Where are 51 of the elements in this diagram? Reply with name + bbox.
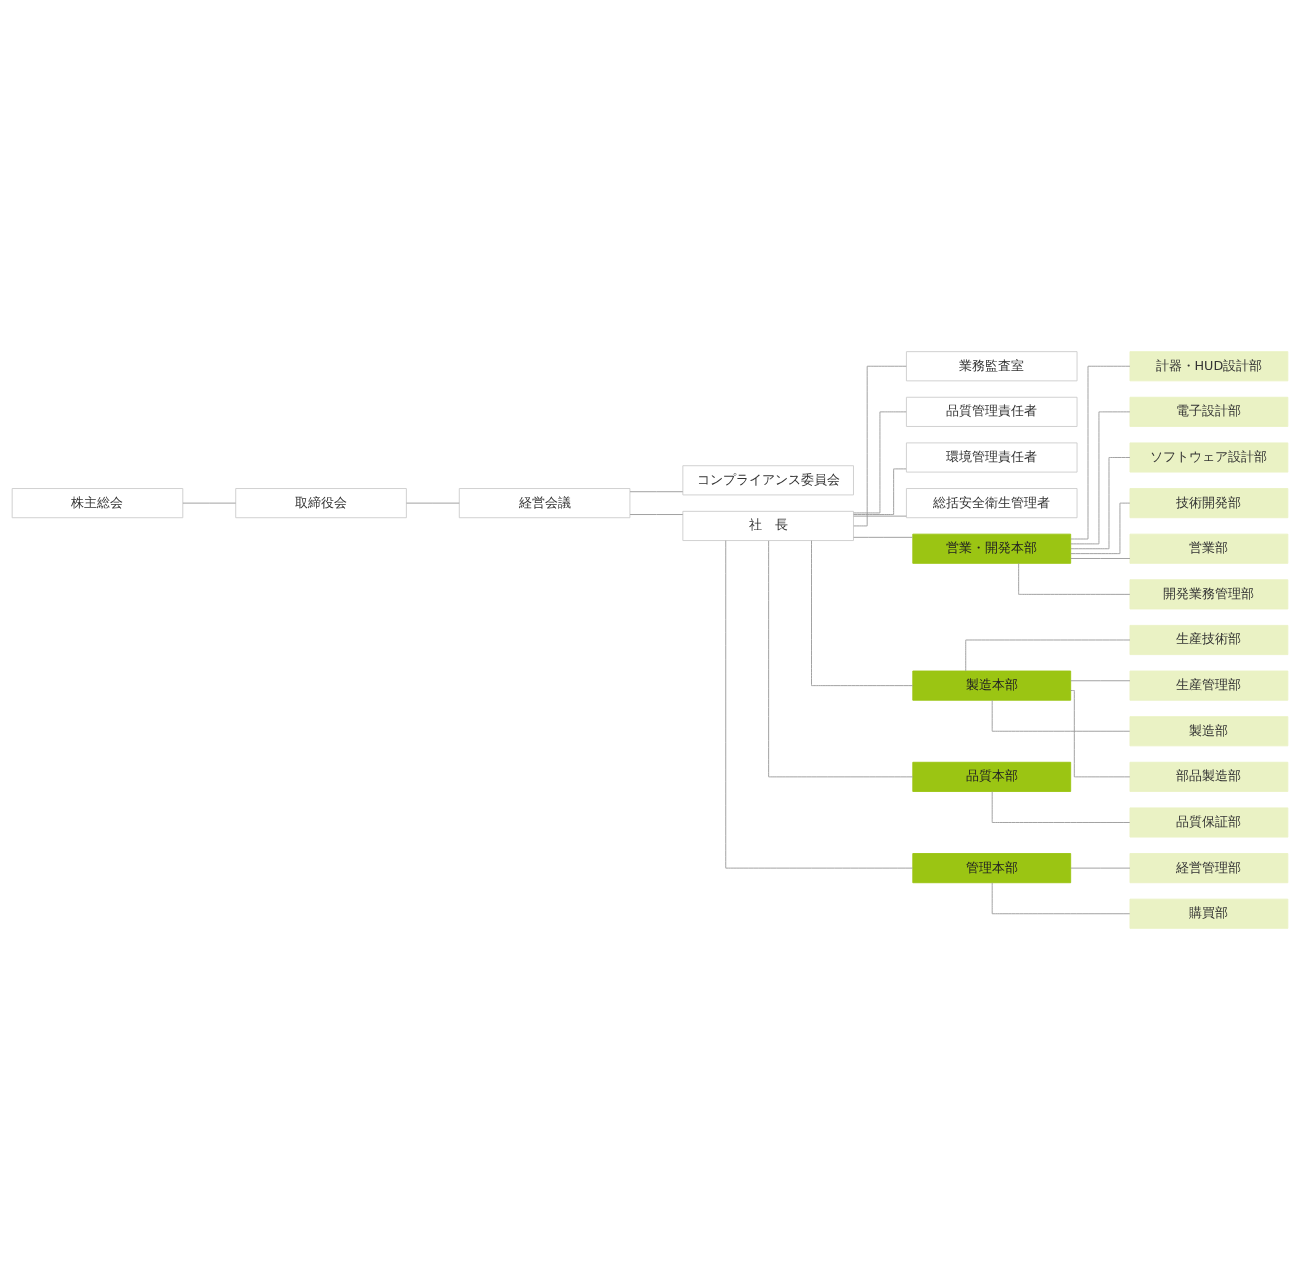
node-box: コンプライアンス委員会	[682, 465, 854, 496]
node-box: 営業部	[1129, 533, 1289, 564]
node-box: 製造本部	[912, 670, 1072, 701]
connector	[991, 791, 1131, 823]
node-box: 電子設計部	[1129, 396, 1289, 427]
connector	[853, 468, 907, 515]
connector	[991, 699, 1131, 732]
connector	[991, 882, 1131, 915]
node-box: 部品製造部	[1129, 761, 1289, 792]
node-box: 購買部	[1129, 898, 1289, 929]
node-box: 総括安全衛生管理者	[905, 488, 1078, 519]
connector	[1070, 680, 1131, 682]
connector	[629, 514, 684, 515]
node-box: 品質本部	[912, 761, 1072, 792]
node-box: 管理本部	[912, 853, 1072, 884]
connector	[965, 639, 1131, 672]
node-box: 技術開発部	[1129, 488, 1289, 519]
node-box: 営業・開発本部	[912, 533, 1072, 564]
node-box: 社 長	[682, 510, 854, 541]
connector	[1070, 365, 1131, 540]
node-box: 業務監査室	[905, 351, 1078, 382]
connector	[1018, 563, 1131, 595]
connector	[853, 411, 907, 514]
node-box: 生産技術部	[1129, 624, 1289, 656]
node-box: 経営会議	[458, 488, 631, 519]
connector	[853, 365, 907, 527]
node-box: 経営管理部	[1129, 853, 1289, 884]
connector	[1070, 867, 1131, 869]
connector	[182, 502, 237, 504]
connector	[811, 540, 914, 687]
node-box: 取締役会	[235, 488, 407, 519]
node-box: 計器・HUD設計部	[1129, 351, 1289, 382]
connector	[1070, 690, 1131, 778]
node-box: ソフトウェア設計部	[1129, 442, 1289, 473]
connector	[853, 515, 907, 517]
node-box: 品質管理責任者	[905, 396, 1078, 427]
node-box: 製造部	[1129, 716, 1289, 747]
connector	[725, 540, 914, 869]
connector	[629, 491, 684, 493]
node-box: 生産管理部	[1129, 670, 1289, 701]
connector	[1070, 558, 1131, 559]
connector	[853, 536, 913, 538]
connector	[1070, 411, 1131, 545]
node-box: 品質保証部	[1129, 807, 1289, 838]
node-box: 環境管理責任者	[905, 442, 1078, 473]
connector	[1070, 502, 1131, 555]
node-box: 株主総会	[11, 488, 184, 519]
connector	[406, 502, 460, 504]
connector	[768, 540, 914, 778]
node-box: 開発業務管理部	[1129, 579, 1289, 610]
connector	[1070, 457, 1131, 550]
